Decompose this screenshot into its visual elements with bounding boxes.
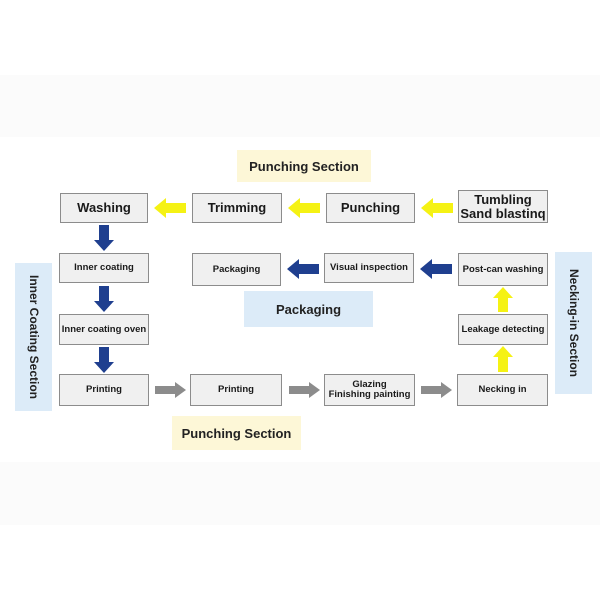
section-label-right-text: Necking-in Section bbox=[566, 268, 581, 378]
step-tumbling-sand-blasting: Tumbling Sand blastinq bbox=[458, 190, 548, 223]
arrow-necking-in-to-leakage bbox=[493, 346, 513, 372]
step-washing: Washing bbox=[60, 193, 148, 223]
section-label-left: Inner Coating Section bbox=[15, 263, 52, 411]
step-packaging: Packaging bbox=[192, 253, 281, 286]
arrow-oven-to-printing bbox=[94, 347, 114, 373]
step-glazing-finishing-painting: Glazing Finishing painting bbox=[324, 374, 415, 406]
step-printing-2: Printing bbox=[190, 374, 282, 406]
arrow-inner-coating-to-oven bbox=[94, 286, 114, 312]
step-punching: Punching bbox=[326, 193, 415, 223]
step-necking-in: Necking in bbox=[457, 374, 548, 406]
section-label-top: Punching Section bbox=[237, 150, 371, 182]
step-inner-coating: Inner coating bbox=[59, 253, 149, 283]
section-label-left-text: Inner Coating Section bbox=[26, 274, 41, 400]
section-label-packaging: Packaging bbox=[244, 291, 373, 327]
background-band-bottom bbox=[0, 462, 600, 525]
background-band-top bbox=[0, 75, 600, 137]
arrow-tumbling-to-punching bbox=[421, 198, 453, 218]
step-printing-1: Printing bbox=[59, 374, 149, 406]
arrow-leakage-to-post-can-washing bbox=[493, 287, 513, 312]
section-label-right: Necking-in Section bbox=[555, 252, 592, 394]
arrow-trimming-to-washing bbox=[154, 198, 186, 218]
arrow-punching-to-trimming bbox=[288, 198, 320, 218]
arrow-post-can-washing-to-visual-inspection bbox=[420, 259, 452, 279]
arrow-printing-to-glazing bbox=[289, 382, 320, 398]
step-inner-coating-oven: Inner coating oven bbox=[59, 314, 149, 345]
arrow-washing-to-inner-coating bbox=[94, 225, 114, 251]
arrow-visual-inspection-to-packaging bbox=[287, 259, 319, 279]
step-visual-inspection: Visual inspection bbox=[324, 253, 414, 283]
arrow-glazing-to-necking-in bbox=[421, 382, 452, 398]
step-post-can-washing: Post-can washing bbox=[458, 253, 548, 286]
section-label-bottom: Punching Section bbox=[172, 416, 301, 450]
step-leakage-detecting: Leakage detecting bbox=[458, 314, 548, 345]
step-trimming: Trimming bbox=[192, 193, 282, 223]
arrow-printing-to-printing bbox=[155, 382, 186, 398]
